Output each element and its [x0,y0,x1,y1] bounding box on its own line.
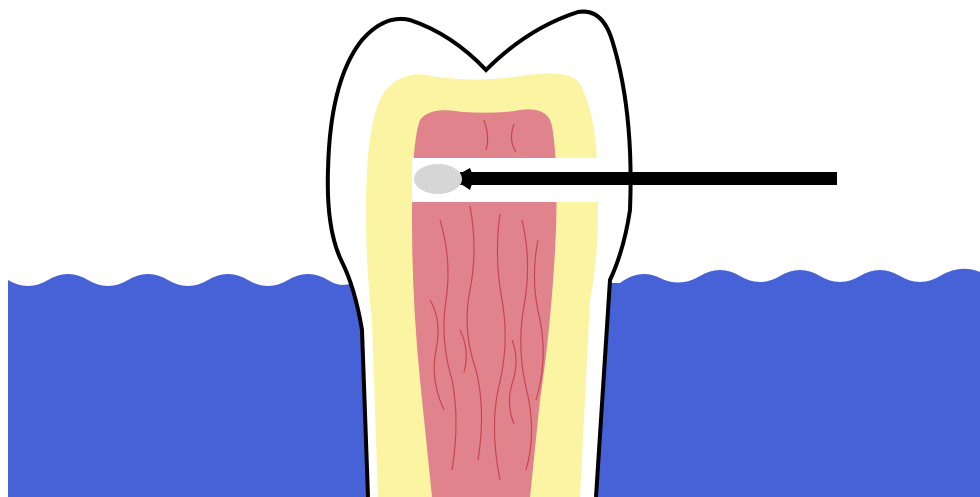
probe-handle [460,172,837,185]
probe-cotton-tip [414,164,462,194]
